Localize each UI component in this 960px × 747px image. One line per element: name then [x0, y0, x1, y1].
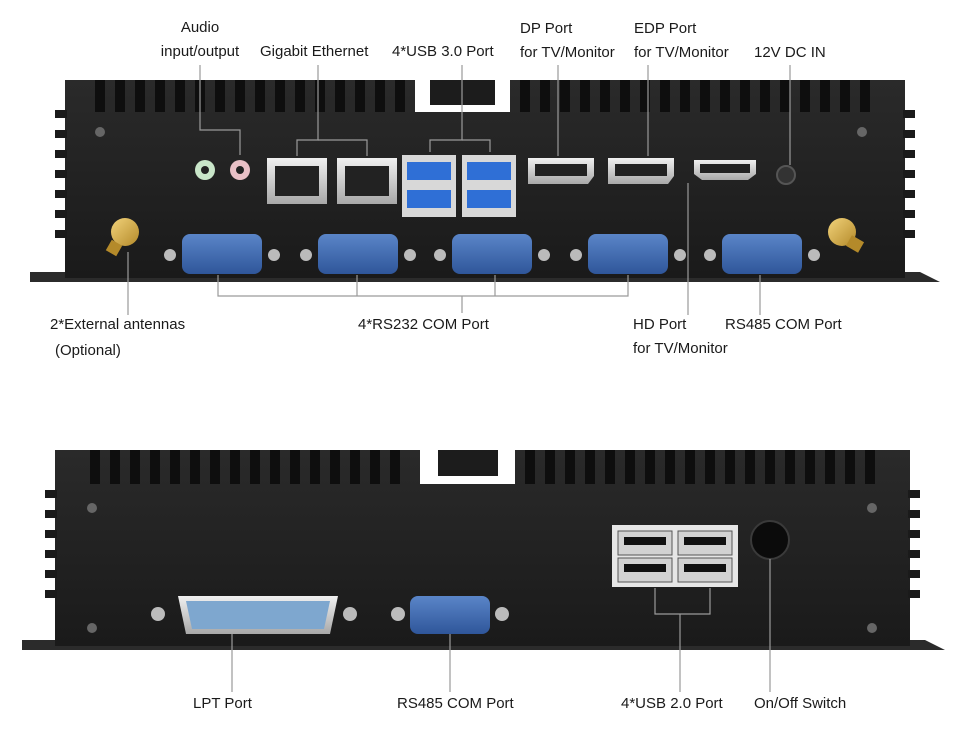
leader-lines-bottom [231, 559, 771, 692]
lpt-connector [151, 596, 357, 634]
bottom-heatsink-fins [90, 450, 875, 484]
label-power-switch: On/Off Switch [754, 695, 847, 712]
top-panel [30, 65, 940, 315]
label-edp-line2: for TV/Monitor [634, 44, 729, 61]
bottom-panel [22, 450, 945, 692]
ethernet-ports [267, 158, 397, 204]
power-button [750, 520, 790, 560]
label-rs485-bottom: RS485 COM Port [397, 695, 514, 712]
label-edp-line1: EDP Port [634, 20, 697, 37]
label-hd-line1: HD Port [633, 316, 687, 333]
screw-icon [857, 127, 867, 137]
label-dp-line1: DP Port [520, 20, 573, 37]
label-dc-in: 12V DC IN [754, 44, 826, 61]
usb2-ports [612, 525, 738, 587]
screw-icon [867, 623, 877, 633]
label-lpt: LPT Port [193, 695, 252, 712]
screw-icon [95, 127, 105, 137]
dc-in-jack [776, 165, 796, 185]
screw-icon [867, 503, 877, 513]
label-antenna-line1: 2*External antennas [50, 316, 186, 333]
display-ports [528, 158, 756, 184]
audio-jacks [195, 160, 250, 180]
label-hd-line2: for TV/Monitor [633, 340, 728, 357]
label-antenna-line2: (Optional) [55, 342, 121, 359]
label-audio-line2: input/output [160, 43, 240, 60]
label-audio-line1: Audio [180, 19, 220, 36]
screw-icon [87, 623, 97, 633]
label-rs485-top: RS485 COM Port [725, 316, 842, 333]
label-dp-line2: for TV/Monitor [520, 44, 615, 61]
usb3-ports [402, 155, 516, 217]
label-usb30: 4*USB 3.0 Port [392, 43, 494, 60]
antenna-connectors [105, 218, 865, 257]
leader-lines-top [127, 65, 791, 315]
db9-connector-bottom [391, 596, 509, 634]
label-usb20: 4*USB 2.0 Port [621, 695, 723, 712]
top-heatsink-fins [95, 80, 870, 112]
label-rs232: 4*RS232 COM Port [358, 316, 489, 333]
label-gigabit-ethernet: Gigabit Ethernet [260, 43, 369, 60]
db9-connectors-top [164, 234, 820, 274]
screw-icon [87, 503, 97, 513]
